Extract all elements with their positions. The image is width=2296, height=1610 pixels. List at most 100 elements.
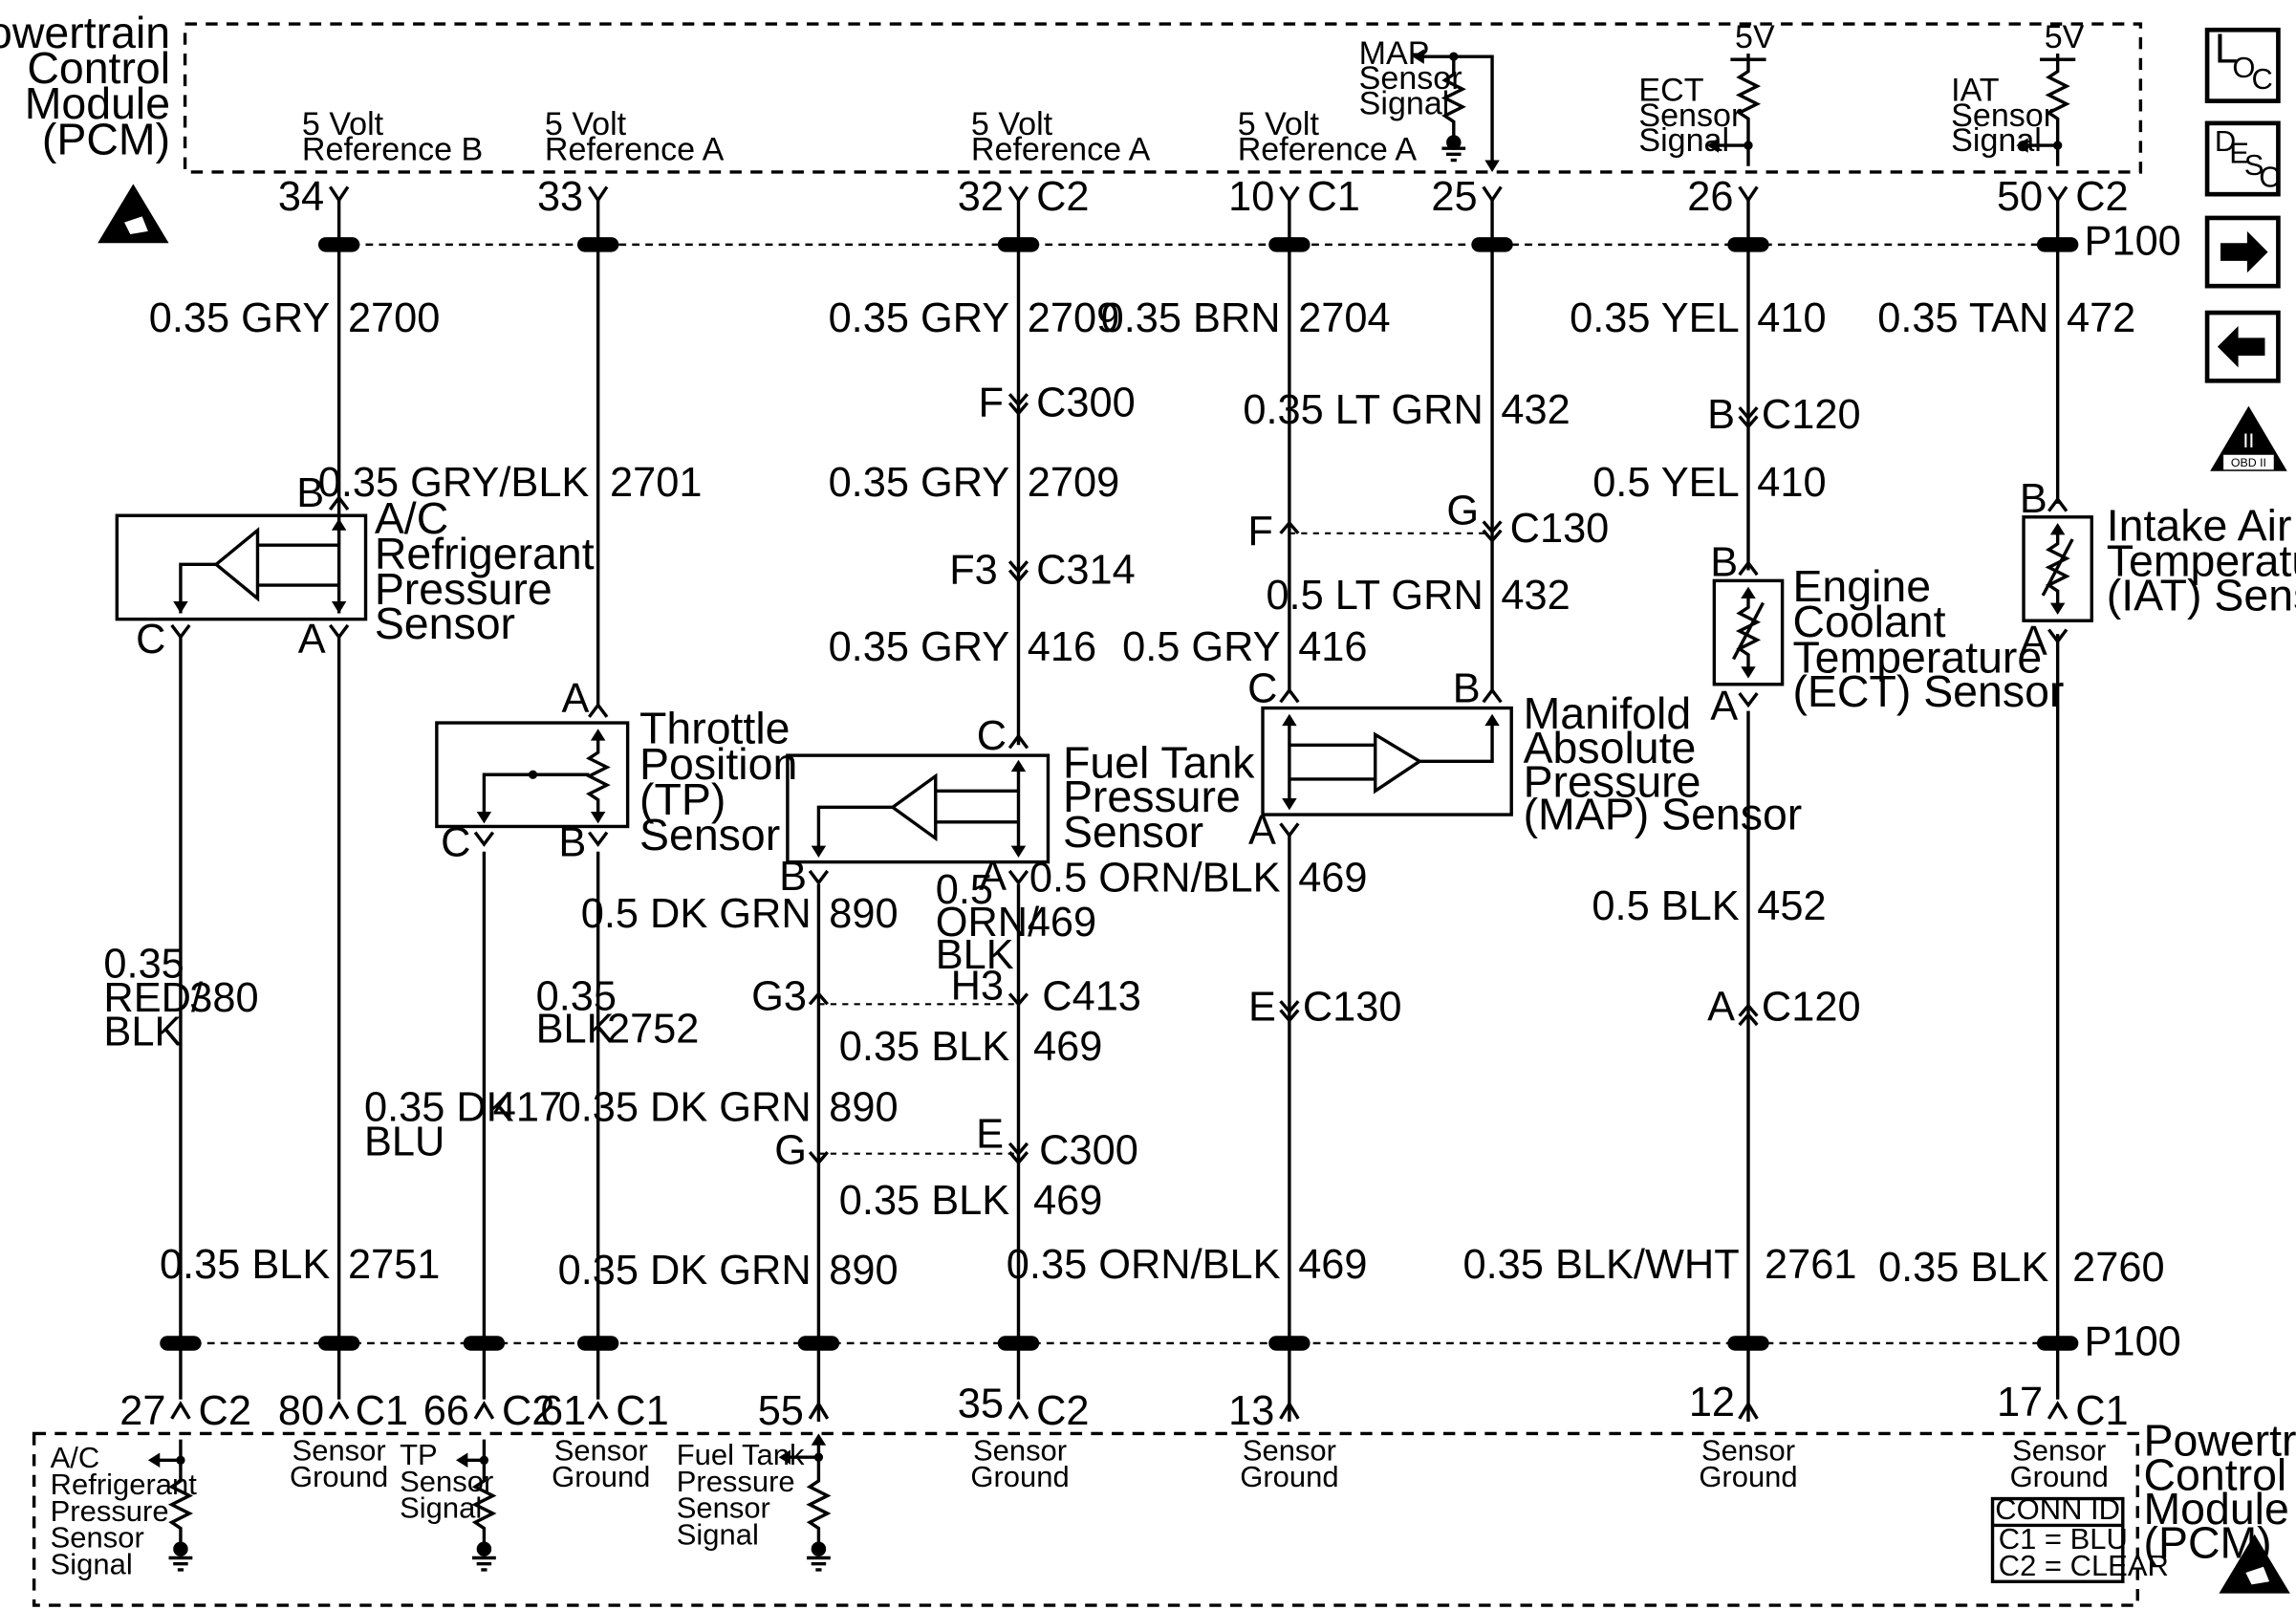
map-sensor-box bbox=[1261, 706, 1513, 816]
iat-thermistor bbox=[2041, 526, 2074, 612]
sensor-ground-label: Sensor bbox=[2012, 1433, 2106, 1467]
sensor-pin: A bbox=[1710, 684, 1738, 729]
fuel-sensor-label: Sensor bbox=[1063, 807, 1203, 857]
splice-id: P100 bbox=[2085, 1318, 2181, 1364]
junction-dot bbox=[813, 1452, 824, 1462]
connector-id: C1 bbox=[1307, 174, 1359, 220]
connector-id: C2 bbox=[1036, 1388, 1089, 1434]
pcm-bottom-title: Control bbox=[2143, 1449, 2286, 1499]
ac-pressure-sensor-box bbox=[115, 513, 368, 621]
pin-terminal bbox=[1279, 185, 1300, 204]
pin-terminal bbox=[1279, 1401, 1300, 1420]
connector-id: C300 bbox=[1036, 380, 1136, 425]
wire-color: 0.35 DK GRN bbox=[558, 1248, 812, 1294]
ect-thermistor bbox=[1731, 589, 1765, 676]
ect-sensor-label: Engine bbox=[1792, 561, 1931, 611]
five-volt-label: 5V bbox=[2045, 19, 2085, 55]
sensor-ground-label: Ground bbox=[2010, 1460, 2109, 1493]
wire-circuit: 890 bbox=[829, 1248, 898, 1294]
wire-circuit: 2751 bbox=[348, 1242, 440, 1288]
pin-terminal bbox=[587, 1401, 609, 1420]
pcm-top-title-2: Control bbox=[27, 43, 170, 93]
forward-arrow-glyph bbox=[2220, 230, 2268, 273]
map-sensor-circuit bbox=[1288, 716, 1494, 808]
wire-circuit: 469 bbox=[1028, 900, 1096, 946]
connector-cavity: F bbox=[1247, 509, 1273, 555]
sensor-pin: C bbox=[441, 819, 470, 865]
esd-warning-icon bbox=[2219, 1534, 2290, 1594]
ac-sensor-label: A/C bbox=[375, 493, 448, 543]
wire-circuit: 452 bbox=[1757, 883, 1826, 929]
ref-b-label: Reference B bbox=[302, 132, 483, 168]
connector-cavity: E bbox=[976, 1112, 1004, 1158]
connector-cavity: E bbox=[1248, 984, 1276, 1030]
ect-sensor-label: (ECT) Sensor bbox=[1792, 666, 2064, 716]
ac-signal-label: A/C bbox=[51, 1441, 100, 1474]
wire-color: ORN/ bbox=[936, 900, 1040, 946]
back-arrow-icon[interactable] bbox=[2204, 310, 2281, 383]
connector-cavity: A bbox=[1707, 984, 1735, 1030]
connector-cavity: F bbox=[979, 380, 1005, 425]
wire-circuit: 410 bbox=[1757, 460, 1826, 506]
pin-number: 55 bbox=[758, 1388, 804, 1434]
wire-color: BLK bbox=[103, 1010, 182, 1055]
esd-warning-icon bbox=[97, 184, 169, 244]
wire-color: 0.35 BLK bbox=[1878, 1245, 2048, 1291]
junction-dot bbox=[2053, 141, 2063, 150]
pcm-ground bbox=[807, 1556, 831, 1572]
wire-circuit: 469 bbox=[1298, 856, 1367, 902]
tp-signal-label: TP bbox=[400, 1438, 438, 1471]
ac-sensor-label: Pressure bbox=[375, 564, 552, 614]
ref-a-label: Reference A bbox=[971, 132, 1151, 168]
ac-sensor-label: Refrigerant bbox=[375, 529, 595, 578]
pin-terminal bbox=[473, 1401, 495, 1420]
sensor-pin: A bbox=[1248, 808, 1276, 854]
desc-icon[interactable] bbox=[2204, 120, 2281, 197]
desc-icon-letter: C bbox=[2259, 160, 2280, 193]
wire-circuit: 2752 bbox=[607, 1007, 699, 1053]
ground-node bbox=[811, 1541, 827, 1556]
pcm-top-title-1: Powertrain bbox=[0, 8, 170, 57]
pin-number: 27 bbox=[119, 1388, 165, 1434]
iat-sensor-label: Temperature bbox=[2107, 536, 2296, 586]
back-arrow-glyph bbox=[2217, 326, 2265, 368]
iat-sensor-box bbox=[2022, 515, 2093, 622]
obd-label-bg bbox=[2223, 454, 2274, 470]
wire-color: 0.35 bbox=[103, 941, 184, 987]
connector-id: C130 bbox=[1303, 984, 1402, 1030]
map-sensor-label: Pressure bbox=[1524, 756, 1701, 806]
iat-signal-label: Sensor bbox=[1951, 98, 2054, 134]
connector-chevron bbox=[1738, 406, 1759, 429]
pcm-top-title-4: (PCM) bbox=[42, 114, 170, 163]
junction-dot bbox=[479, 1455, 489, 1465]
wire-circuit: 416 bbox=[1028, 624, 1096, 670]
wire-circuit: 416 bbox=[1298, 624, 1367, 670]
ac-signal-label: Signal bbox=[51, 1548, 133, 1581]
forward-arrow-icon[interactable] bbox=[2204, 215, 2281, 289]
wire-color: 0.35 GRY/BLK bbox=[318, 460, 590, 506]
connector-cavity: G3 bbox=[751, 973, 807, 1019]
map-signal-label: Signal bbox=[1359, 86, 1450, 122]
pin-number: 10 bbox=[1228, 174, 1274, 220]
connector-cavity: B bbox=[1707, 392, 1735, 438]
pin-terminal bbox=[1279, 687, 1503, 838]
ref-a-label: Reference A bbox=[1238, 132, 1418, 168]
wire-circuit: 2761 bbox=[1765, 1242, 1856, 1288]
pin-terminal bbox=[170, 494, 350, 641]
loc-icon[interactable] bbox=[2204, 27, 2281, 103]
sensor-pin: B bbox=[558, 819, 586, 865]
pin-terminal bbox=[808, 1401, 830, 1420]
connector-cavity: F3 bbox=[949, 547, 998, 593]
wire-color: RED/ bbox=[103, 975, 204, 1021]
pcm-ground bbox=[1441, 146, 1466, 163]
wire-circuit: 890 bbox=[829, 891, 898, 937]
connector-id: C2 bbox=[502, 1388, 554, 1434]
ac-sensor-amplifier bbox=[213, 527, 260, 602]
pin-terminal bbox=[2047, 1401, 2069, 1420]
sensor-pin: A bbox=[298, 617, 326, 663]
wire-circuit: 432 bbox=[1501, 573, 1570, 619]
connector-id: C120 bbox=[1762, 984, 1861, 1030]
desc-icon-letter: S bbox=[2244, 148, 2264, 182]
pin-terminal bbox=[2047, 185, 2069, 204]
